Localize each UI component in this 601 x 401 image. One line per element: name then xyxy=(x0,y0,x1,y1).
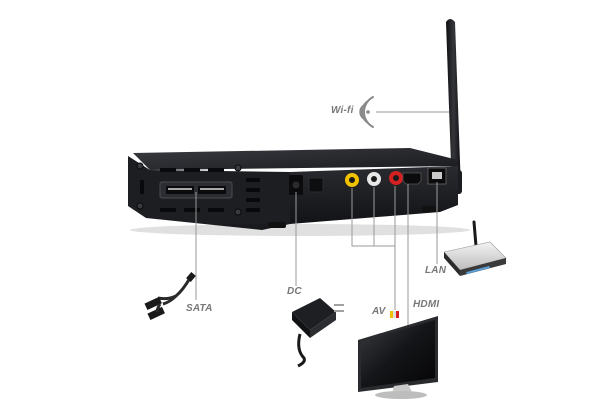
hdmi-port xyxy=(402,172,422,185)
wifi-label: Wi-fi xyxy=(331,105,354,116)
router-icon xyxy=(443,220,507,276)
dc-label: DC xyxy=(287,286,302,297)
media-player-device xyxy=(128,148,470,236)
sata-port xyxy=(159,181,233,199)
hdmi-label: HDMI xyxy=(413,299,440,310)
power-adapter-icon xyxy=(292,298,344,368)
sata-label: SATA xyxy=(186,303,213,314)
lan-port xyxy=(427,167,447,185)
av-plug-marker xyxy=(390,311,399,318)
lan-label: LAN xyxy=(425,265,447,276)
dc-port xyxy=(289,175,303,195)
leader-lines xyxy=(195,111,449,326)
wifi-waves-icon xyxy=(359,96,374,128)
av-label: AV xyxy=(372,306,386,317)
sata-cable-icon xyxy=(144,272,196,321)
monitor-icon xyxy=(358,316,438,399)
av-ports xyxy=(345,171,403,187)
